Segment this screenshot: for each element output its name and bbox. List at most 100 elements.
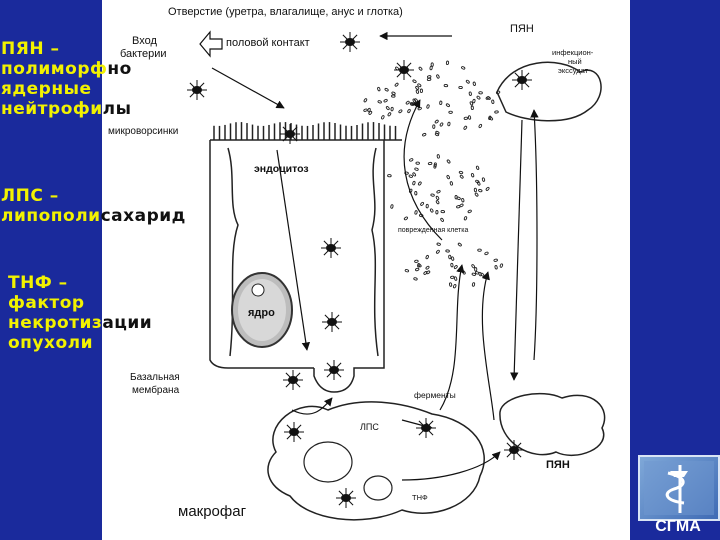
neutrophil-bottom [499,392,606,457]
entry-label-2: бактерии [120,48,167,60]
debris-particle [439,122,444,127]
debris-particle [445,103,450,108]
legend-lps-line-2b: сахарид [100,206,186,226]
sexual-contact-label: половой контакт [226,37,310,49]
microvilli-label: микроворсинки [108,126,178,137]
legend-pyan-line-2b: но [107,59,132,79]
basal-membrane-label-1: Базальная [130,372,180,383]
arrow-enzymes-up [439,264,465,411]
microvilli [213,122,397,140]
legend-tnf-line-3b: ации [102,313,153,333]
debris-particle [463,216,468,221]
debris-particle [485,186,490,191]
debris-particle [415,86,420,90]
legend-pyan-line-3: ядерные [1,79,92,99]
arrow-damage-up [403,99,443,241]
debris-particle [461,66,466,70]
debris-particle [447,121,451,127]
debris-particle [477,248,482,252]
debris-particle [404,269,410,273]
debris-particle [461,197,465,203]
debris-particle [481,177,486,182]
debris-particle [457,242,462,247]
debris-particle [440,217,444,222]
debris-particle [383,98,388,103]
debris-particle [363,98,368,103]
debris-particle [489,116,494,121]
debris-particle [377,100,382,104]
bacterium-icon [416,418,436,438]
debris-particle [450,275,455,279]
debris-particle [436,74,440,79]
legend-tnf: ТНФ – фактор некротизации опухоли [8,273,152,353]
debris-particle [408,174,414,178]
debris-particle [434,119,439,124]
bacterium-icon [321,238,341,258]
debris-particle [405,100,410,105]
debris-particle [448,110,453,114]
debris-particle [381,115,385,120]
debris-particle [430,193,435,197]
debris-particle [418,66,423,71]
bacterium-icon [280,124,300,144]
debris-particle [494,110,499,114]
debris-particle [443,84,449,88]
exudate-label-2: ный [568,57,582,66]
debris-particle [425,265,430,270]
legend-lps-line-2a: липополи [1,206,101,226]
debris-particle [476,95,481,100]
debris-particle [456,205,461,209]
debris-particle [445,60,450,66]
sgma-logo [638,455,720,521]
debris-particle [427,161,433,166]
debris-particle [436,154,440,159]
debris-particle [390,106,394,112]
debris-particle [423,271,428,275]
debris-particle [420,201,425,206]
debris-particle [484,251,489,256]
debris-particle [471,282,476,287]
debris-particle [470,105,474,111]
nucleus-label: ядро [248,307,275,319]
debris-particle [478,188,483,193]
exudate-label-3: экссудат [558,66,589,75]
diagram-title: Отверстие (уретра, влагалище, анус и гло… [168,6,403,18]
debris-particle [458,85,463,90]
debris-particle [472,81,476,87]
logo-text: СГМА [655,518,701,535]
debris-particle [414,167,419,171]
bacterium-icon [512,70,532,90]
debris-particle [426,77,432,81]
nucleolus [251,283,265,297]
debris-particle [448,254,452,260]
debris-particle [453,276,458,281]
macrophage-vacuole-1 [303,441,353,483]
tnf-label: ТНФ [412,493,428,502]
debris-particle [478,91,483,95]
debris-particle [446,174,450,180]
macrophage-label: макрофаг [178,503,247,520]
left-cell-outline [209,140,314,369]
debris-particle [429,208,434,213]
debris-particle [472,98,476,104]
debris-particle [434,132,440,137]
debris-particle [415,89,420,94]
debris-particle [430,62,434,67]
debris-particle [426,75,432,79]
debris-particle [377,86,381,92]
debris-particle [367,107,371,113]
debris-particle [398,109,403,114]
debris-particle [417,83,422,88]
entry-arrow-icon [199,30,223,58]
debris-particle [453,284,457,289]
debris-particle [385,106,390,111]
bacterium-icon [336,488,356,508]
debris-particle [494,265,498,270]
bacterium-icon [504,440,524,460]
debris-particle [488,115,492,121]
debris-particle [474,192,479,197]
bacterium-icon [394,60,414,80]
debris-particle [412,180,416,186]
debris-particle [470,173,475,178]
debris-particle [449,282,453,287]
